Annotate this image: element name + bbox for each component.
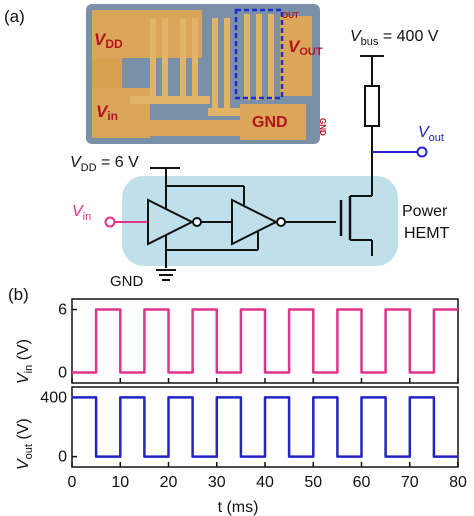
panel-b-label: (b): [8, 285, 29, 304]
highlight-box: [234, 8, 284, 100]
x-tick-label: 20: [160, 474, 178, 491]
series-line: [72, 308, 458, 374]
vout-plot: 0 400 0 10 20 30 40 50 60 70 80: [40, 389, 467, 491]
vin-label: Vin: [72, 203, 91, 223]
vin-axis-label: Vin (V): [15, 339, 35, 384]
x-tick-label: 30: [208, 474, 226, 491]
x-tick-label: 40: [256, 474, 274, 491]
circuit-schematic: [104, 55, 428, 281]
x-tick-label: 0: [68, 474, 77, 491]
vin-plot: 06: [58, 302, 459, 383]
hemt-label-line2: HEMT: [404, 225, 450, 242]
vout-terminal: [416, 146, 428, 158]
y-tick-label: 0: [58, 365, 67, 382]
vin-terminal: [104, 216, 116, 228]
x-tick-label: 70: [401, 474, 419, 491]
x-tick-label: 10: [111, 474, 129, 491]
chip-vdd-label: VDD: [94, 30, 123, 51]
x-tick-label: 80: [449, 474, 467, 491]
vout-label: Vout: [418, 124, 444, 144]
x-tick-label: 50: [304, 474, 322, 491]
y-tick-label: 6: [58, 302, 67, 319]
vdd-label: VDD = 6 V: [70, 154, 139, 174]
vout-axis-label: Vout (V): [15, 418, 35, 470]
y-tick-label: 0: [58, 449, 67, 466]
hemt-label-line1: Power: [402, 203, 448, 220]
load-resistor: [364, 85, 380, 127]
x-tick-label: 60: [353, 474, 371, 491]
x-axis-label: t (ms): [218, 499, 259, 516]
chip-vout-label: VOUT: [288, 37, 323, 58]
vbus-label: Vbus = 400 V: [350, 28, 439, 48]
y-tick-label: 400: [40, 389, 67, 406]
chip-vin-label: Vin: [96, 102, 118, 123]
chip-small-out-label: OUT: [282, 11, 299, 20]
inverter-1: [147, 198, 195, 246]
panel-a-label: (a): [4, 7, 25, 26]
chip-gnd-label: GND: [252, 114, 288, 131]
chip-micrograph: [86, 4, 320, 144]
gnd-label: GND: [110, 273, 144, 290]
series-line: [72, 396, 458, 458]
chip-small-gnd-label: GND: [318, 118, 327, 136]
inverter-2: [231, 198, 279, 246]
